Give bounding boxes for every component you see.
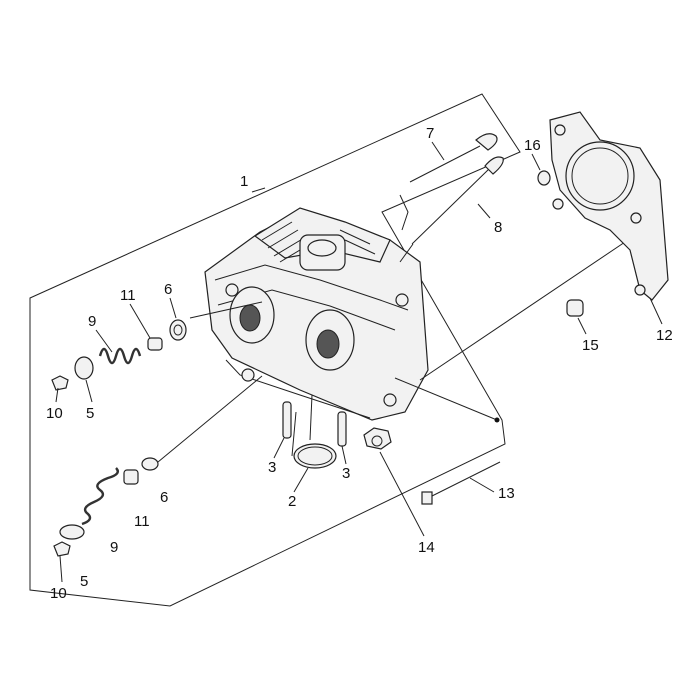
cylinder-head-gasket-12 [549, 111, 669, 301]
dowel-3b [337, 411, 347, 447]
callout-10-upper: 10 [46, 405, 63, 422]
callout-14: 14 [418, 539, 435, 556]
cylinder-head [204, 207, 429, 421]
callout-7: 7 [426, 125, 434, 142]
upper-valve-assembly [51, 319, 187, 391]
callout-15: 15 [582, 337, 599, 354]
callout-5-upper: 5 [86, 405, 94, 422]
callout-13: 13 [498, 485, 515, 502]
callout-5-lower: 5 [80, 573, 88, 590]
callout-8: 8 [494, 219, 502, 236]
callout-6-upper: 6 [164, 281, 172, 298]
lower-valve-assembly [53, 457, 159, 557]
nut-14 [363, 427, 392, 450]
callout-leaders [55, 141, 663, 583]
callout-11-lower: 11 [134, 513, 150, 530]
callout-labels: 1 7 8 16 12 15 11 6 9 10 5 3 3 2 13 14 6… [46, 125, 673, 602]
callout-9-lower: 9 [110, 539, 118, 556]
callout-2: 2 [288, 493, 296, 510]
callout-16: 16 [524, 137, 541, 154]
bushing-15 [566, 299, 584, 317]
dowel-3a [282, 401, 292, 439]
leader-lines [157, 194, 629, 463]
callout-3-left: 3 [268, 459, 276, 476]
valve-8 [411, 156, 504, 245]
callout-12: 12 [656, 327, 673, 344]
callout-11-upper: 11 [120, 287, 136, 304]
callout-10-lower: 10 [50, 585, 67, 602]
dowel-16 [537, 170, 551, 186]
callout-9-upper: 9 [88, 313, 96, 330]
callout-6-lower: 6 [160, 489, 168, 506]
stud-bolt-13 [421, 461, 501, 505]
reference-dot [494, 417, 500, 423]
callout-1: 1 [240, 173, 248, 190]
o-ring-2 [293, 443, 337, 469]
callout-3-right: 3 [342, 465, 350, 482]
assembly-boundary [29, 93, 521, 607]
valve-7 [409, 133, 498, 183]
